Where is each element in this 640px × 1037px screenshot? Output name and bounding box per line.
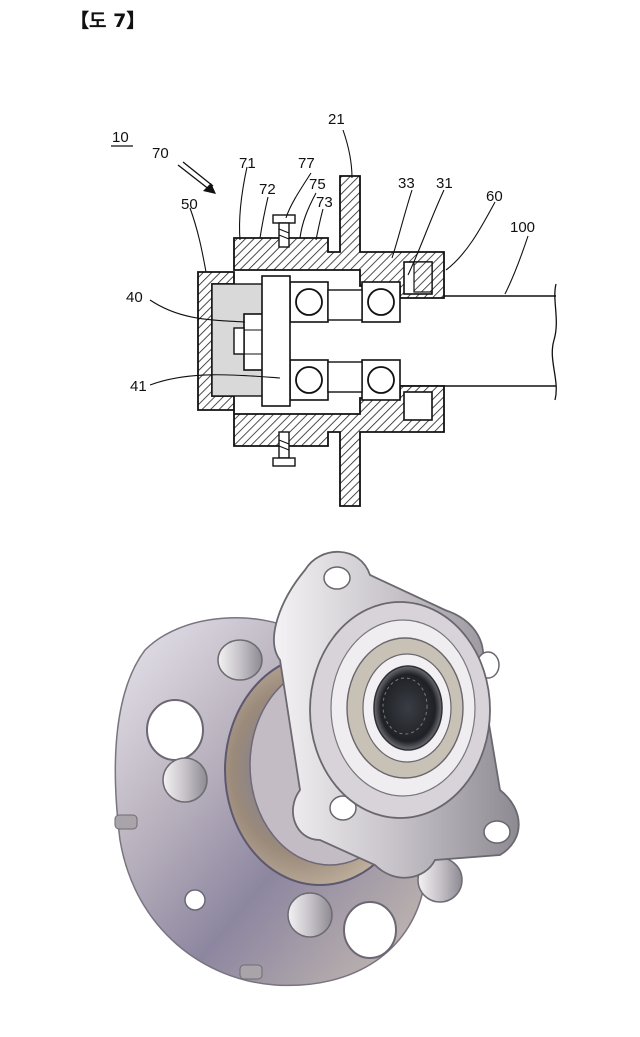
shaft-100 xyxy=(395,283,557,401)
label-100: 100 xyxy=(510,219,535,236)
label-73: 73 xyxy=(316,194,333,211)
reference-labels: 10 21 70 71 77 72 75 73 33 31 60 100 50 … xyxy=(111,111,535,395)
label-41: 41 xyxy=(130,378,147,395)
figure-title: 【도 7】 xyxy=(70,10,146,32)
wheel-hub-bearing-photo xyxy=(114,550,520,987)
arrow-70 xyxy=(177,161,216,194)
patent-cross-section-drawing: 10 21 70 71 77 72 75 73 33 31 60 100 50 … xyxy=(111,111,557,507)
bearing-33-lower xyxy=(289,359,401,401)
label-31: 31 xyxy=(436,175,453,192)
label-75: 75 xyxy=(309,176,326,193)
label-21: 21 xyxy=(328,111,345,128)
label-33: 33 xyxy=(398,175,415,192)
housing-71-lower xyxy=(233,385,445,507)
label-70: 70 xyxy=(152,145,169,162)
bearing-face xyxy=(309,601,491,819)
label-50: 50 xyxy=(181,196,198,213)
label-60: 60 xyxy=(486,188,503,205)
label-77: 77 xyxy=(298,155,315,172)
leader-lines xyxy=(149,129,529,386)
screw-77-bottom xyxy=(272,431,296,467)
label-40: 40 xyxy=(126,289,143,306)
inner-hub-31 xyxy=(261,275,291,407)
housing-71-upper xyxy=(233,175,445,299)
label-72: 72 xyxy=(259,181,276,198)
label-10: 10 xyxy=(112,129,129,146)
bearing-33-upper xyxy=(289,281,401,323)
label-71: 71 xyxy=(239,155,256,172)
screw-77-top xyxy=(272,214,296,248)
